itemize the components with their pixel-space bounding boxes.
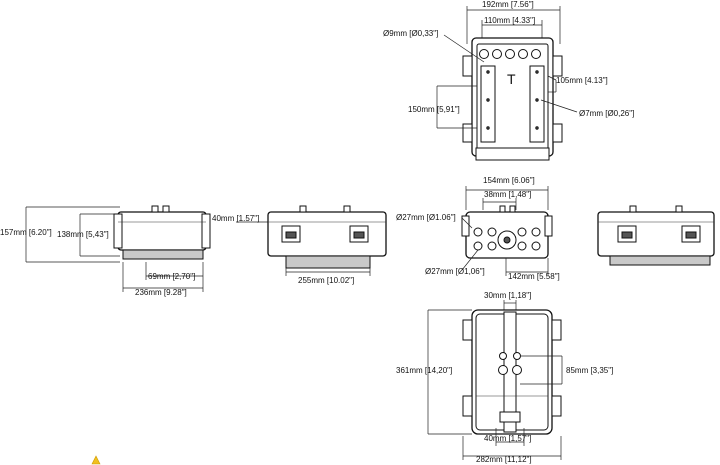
left-foot-width-label: 69mm [2,70"] (148, 272, 195, 281)
gland-inner-label: 38mm [1,48"] (484, 190, 531, 199)
left-side-view: 157mm [6.20"] 138mm [5,43"] 69mm [2,70"]… (0, 205, 211, 297)
top-rail-spacing-label: 105mm [4.13"] (556, 76, 608, 85)
left-total-height-label: 157mm [6.20"] (0, 228, 52, 237)
left-overall-length-label: 236mm [9.28"] (135, 288, 187, 297)
front-lid-height-label: 40mm [1.57"] (212, 214, 259, 223)
top-hole-small-label: Ø7mm [Ø0,26"] (579, 109, 634, 118)
top-hole-large-label: Ø9mm [Ø0,33"] (383, 29, 438, 38)
top-gland-span-label: 110mm [4.33"] (484, 16, 535, 25)
gland-top-label: Ø27mm [Ø1.06"] (396, 213, 456, 222)
back-hole-spacing-label: 85mm [3,35"] (566, 366, 613, 375)
gland-overall-label: 154mm [6.06"] (483, 176, 535, 185)
right-side-view (597, 205, 715, 266)
left-body-height-label: 138mm [5,43"] (57, 230, 109, 239)
gland-view: 154mm [6.06"] 38mm [1,48"] Ø27mm [Ø1.06"… (396, 176, 560, 281)
gland-bottom-label: Ø27mm [Ø1,06"] (425, 267, 485, 276)
front-view: 40mm [1.57"] 255mm [10.02"] (212, 205, 387, 285)
warning-triangle-icon (91, 455, 101, 465)
back-slot-width-label: 40mm [1,57"] (484, 434, 531, 443)
back-height-label: 361mm [14,20"] (396, 366, 452, 375)
center-mark: T (507, 71, 516, 87)
back-top-width-label: 30mm [1,18"] (484, 291, 531, 300)
top-view: T 192mm [7.56"] 110mm [4.33"] Ø9mm [Ø0,3… (383, 0, 634, 161)
front-base-length-label: 255mm [10.02"] (298, 276, 354, 285)
top-overall-width-label: 192mm [7.56"] (482, 0, 534, 9)
top-rail-length-label: 150mm [5,91"] (408, 105, 460, 114)
gland-width-label: 142mm [5.58"] (508, 272, 560, 281)
back-overall-width-label: 282mm [11,12"] (476, 455, 532, 464)
back-view: 30mm [1,18"] 361mm [14,20"] 85mm [3,35"]… (396, 291, 613, 464)
